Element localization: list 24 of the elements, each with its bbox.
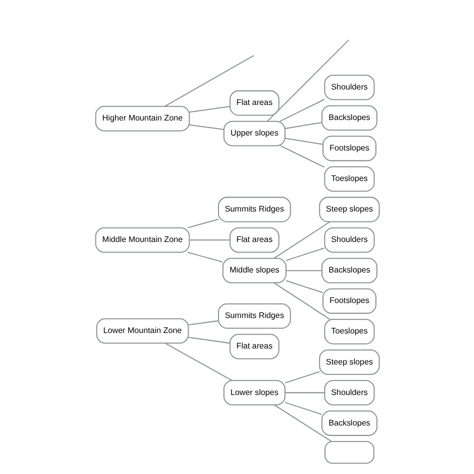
connector	[188, 336, 230, 344]
connector	[186, 252, 222, 262]
connector	[280, 145, 324, 168]
connector	[188, 320, 218, 326]
connector	[266, 40, 349, 122]
connector	[284, 402, 322, 415]
connector	[274, 404, 332, 442]
connector	[285, 280, 323, 294]
connector	[279, 98, 324, 122]
connector	[164, 55, 254, 107]
connector	[186, 218, 218, 228]
connector	[286, 270, 322, 272]
connector	[188, 124, 224, 130]
connector	[273, 221, 330, 259]
connector	[284, 392, 324, 394]
connector	[284, 122, 322, 130]
connector	[164, 342, 232, 381]
connector	[285, 248, 324, 261]
connector	[284, 371, 320, 384]
connector	[188, 106, 230, 113]
connector	[284, 138, 323, 145]
connector	[188, 240, 230, 241]
node-box	[324, 441, 374, 464]
connector	[273, 282, 330, 320]
